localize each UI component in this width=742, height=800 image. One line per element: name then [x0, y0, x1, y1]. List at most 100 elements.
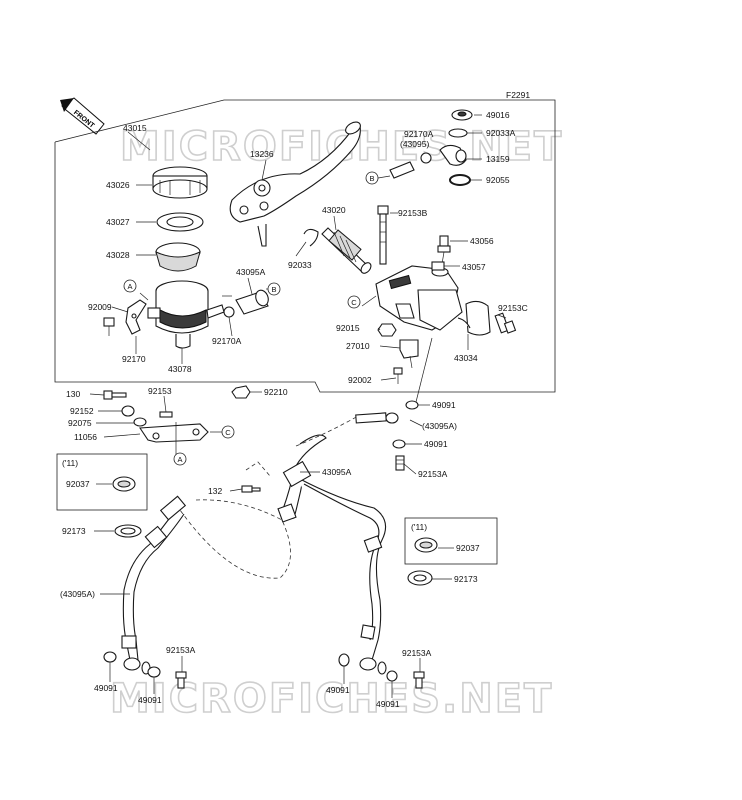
label-43095a: 43095A	[322, 467, 352, 477]
label-13236: 13236	[250, 149, 274, 159]
svg-text:B: B	[271, 285, 276, 294]
label-43095-paren: (43095)	[400, 139, 429, 149]
hose-routing-line	[179, 499, 291, 579]
watermark-bottom: MICROFICHES.NET	[110, 676, 553, 722]
washer-49091-br2	[386, 670, 398, 682]
label-92153a-br: 92153A	[402, 648, 432, 658]
label-43057: 43057	[462, 262, 486, 272]
clamp-routing-line	[245, 461, 271, 477]
label-43056: 43056	[470, 236, 494, 246]
label-92170a: 92170A	[212, 336, 242, 346]
label-92055: 92055	[486, 175, 510, 185]
bolt-92153c	[494, 312, 517, 334]
clip-92170a-top	[420, 152, 432, 164]
brake-hose-left	[121, 495, 187, 661]
label-92152: 92152	[70, 406, 94, 416]
label-43026: 43026	[106, 180, 130, 190]
lever-bushing	[235, 289, 269, 315]
label-92033a: 92033A	[486, 128, 516, 138]
label-92170: 92170	[122, 354, 146, 364]
label-130: 130	[66, 389, 80, 399]
bolt-92153a-br	[413, 671, 425, 689]
front-arrow-icon: FRONT	[60, 97, 105, 135]
assembly-frame	[54, 99, 556, 393]
collar-92152	[121, 405, 135, 417]
callout-b-top: B	[365, 171, 379, 185]
label-43015: 43015	[123, 123, 147, 133]
clamp-92173-left	[114, 524, 142, 538]
label-43095a-paren: (43095A)	[422, 421, 457, 431]
bleeder-43056	[437, 235, 451, 265]
screw-92009	[103, 317, 115, 336]
label-92173-left: 92173	[62, 526, 86, 536]
figure-code: F2291	[506, 90, 530, 100]
label-43095: 43095A	[236, 267, 266, 277]
label-43027: 43027	[106, 217, 130, 227]
label-49091-br1: 49091	[326, 685, 350, 695]
svg-text:C: C	[225, 428, 231, 437]
bolt-92153	[159, 411, 173, 418]
callout-c-top: C	[347, 295, 361, 309]
piston-kit	[303, 227, 372, 274]
hose-clip-92170a	[223, 306, 235, 337]
label-132: 132	[208, 486, 222, 496]
switch-27010	[399, 339, 419, 369]
banjo-left	[123, 657, 151, 675]
label-92173-right: 92173	[454, 574, 478, 584]
fitting-13159	[439, 144, 467, 166]
bolt-132	[241, 485, 261, 493]
bolt-130	[103, 390, 127, 400]
label-49091-a: 49091	[432, 400, 456, 410]
label-92153: 92153	[148, 386, 172, 396]
pipe-43095	[389, 161, 415, 179]
clamp-92037-left	[112, 476, 136, 492]
oring-92055	[449, 174, 471, 186]
nut-92015	[377, 323, 397, 337]
label-92153a-bl: 92153A	[166, 645, 196, 655]
brake-lever	[229, 121, 361, 247]
reservoir-plate	[156, 212, 204, 232]
brake-hose-main	[277, 434, 387, 661]
reservoir-diaphragm	[155, 242, 201, 272]
label-11056: 11056	[74, 432, 97, 442]
washer-49091-br1	[338, 653, 350, 667]
label-49091-br2: 49091	[376, 699, 400, 709]
label-92210: 92210	[264, 387, 288, 397]
label-49091-bl1: 49091	[94, 683, 118, 693]
svg-text:A: A	[177, 455, 182, 464]
label-49091-b: 49091	[424, 439, 448, 449]
callout-a-bottom: A	[173, 452, 187, 466]
model-box-right	[404, 517, 498, 565]
label-92170a-top: 92170A	[404, 129, 434, 139]
label-43020: 43020	[322, 205, 346, 215]
callout-c-bottom: C	[221, 425, 235, 439]
label-92009: 92009	[88, 302, 112, 312]
label-49016: 49016	[486, 110, 510, 120]
label-92153b: 92153B	[398, 208, 428, 218]
svg-text:B: B	[369, 174, 374, 183]
reservoir-bracket	[125, 299, 147, 335]
clamp-92037-right	[414, 537, 438, 553]
label-13159: 13159	[486, 154, 510, 164]
label-92015: 92015	[336, 323, 360, 333]
cap-49016	[451, 109, 473, 121]
callout-b-left: B	[267, 282, 281, 296]
washer-92075	[133, 417, 147, 427]
banjo-right	[359, 657, 387, 675]
label-92075: 92075	[68, 418, 92, 428]
label-43095a-hose: (43095A)	[60, 589, 95, 599]
label-92033: 92033	[288, 260, 312, 270]
clamp-92173-right	[407, 570, 433, 586]
washer-49091-bl2	[147, 666, 161, 678]
svg-text:C: C	[351, 298, 357, 307]
label-49091-bl2: 49091	[138, 695, 162, 705]
bolt-92153a-bl	[175, 671, 187, 689]
clamp-43034	[457, 300, 491, 336]
leader-lines	[89, 114, 507, 698]
label-92153c: 92153C	[498, 303, 528, 313]
svg-text:A: A	[127, 282, 132, 291]
label-43034: 43034	[454, 353, 478, 363]
screw-92002	[393, 367, 403, 384]
label-43078: 43078	[168, 364, 192, 374]
